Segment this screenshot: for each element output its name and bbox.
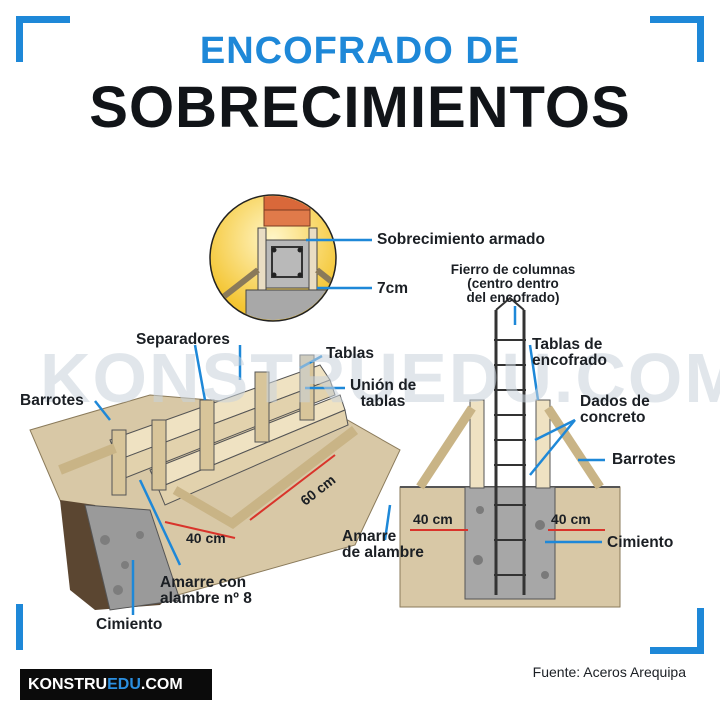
label-dados-de-concreto: Dados de concreto [580,393,650,426]
label-cimiento-right: Cimiento [607,534,674,551]
detail-circle [209,194,337,322]
corner-bracket-top-right [650,16,704,62]
label-amarre-con-alambre: Amarre con alambre nº 8 [160,574,252,607]
label-barrotes-right: Barrotes [612,451,676,468]
label-amarre-de-alambre: Amarre de alambre [342,528,424,561]
source-credit: Fuente: Aceros Arequipa [532,664,686,680]
dimension-40cm-right-b: 40 cm [551,511,591,527]
label-sobrecimiento-armado: Sobrecimiento armado [377,231,545,248]
logo-text-part-1: KONSTRU [28,675,108,693]
left-formwork-drawing [29,354,401,611]
watermark: KONSTRUEDU.COM [40,339,720,417]
logo-text-part-3: .COM [140,675,183,693]
corner-bracket-top-left [16,16,70,62]
dimension-40cm-left: 40 cm [186,530,226,546]
corner-bracket-bottom-left [16,604,23,650]
label-separadores: Separadores [136,331,230,348]
label-union-de-tablas: Unión de tablas [350,377,417,410]
label-7cm: 7cm [377,280,409,297]
page-title: SOBRECIMIENTOS [89,75,631,140]
dimension-40cm-right-a: 40 cm [413,511,453,527]
label-tablas-de-encofrado: Tablas de encofrado [532,336,607,369]
logo-text-part-2: EDU [107,675,141,693]
label-cimiento-left: Cimiento [96,616,163,633]
title-line-1: ENCOFRADO DE [199,30,521,72]
label-tablas: Tablas [326,345,374,362]
label-barrotes-left: Barrotes [20,392,84,409]
right-formwork-drawing [399,296,621,608]
corner-bracket-bottom-right [650,608,704,654]
label-fierro-de-columnas: Fierro de columnas (centro dentro del en… [450,262,576,305]
